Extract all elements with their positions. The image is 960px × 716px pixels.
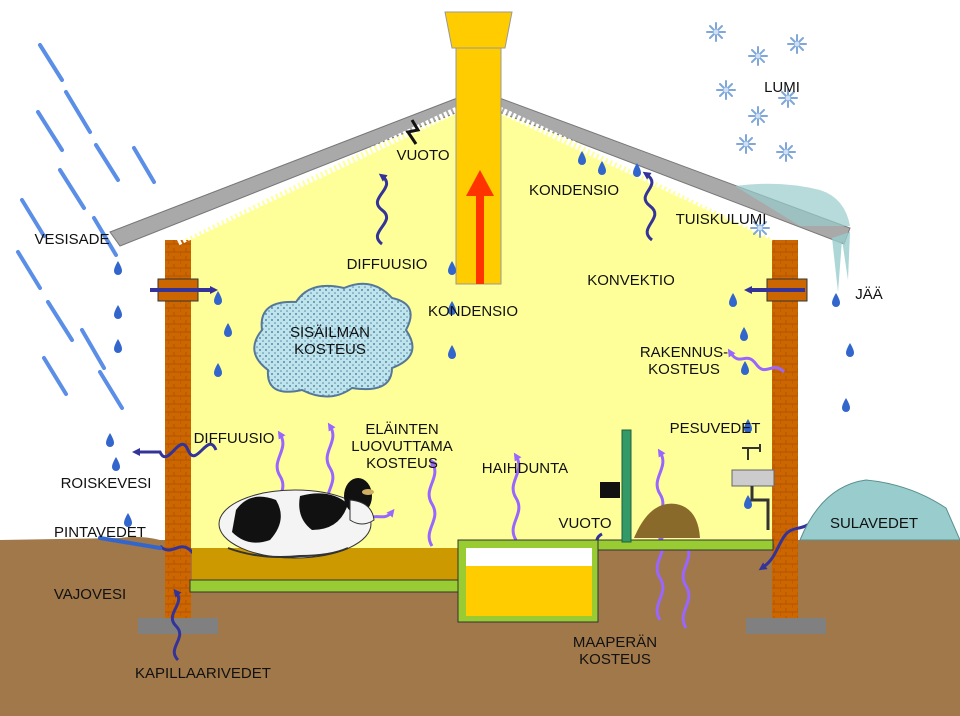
icicles <box>832 232 850 292</box>
wall-diffusion-wave <box>132 442 218 459</box>
label-sulavedet: SULAVEDET <box>829 515 919 532</box>
left-wall <box>165 240 191 620</box>
pit-white <box>466 548 592 566</box>
right-footing <box>746 618 826 634</box>
label-elainten-line3: KOSTEUS <box>366 455 438 472</box>
label-sisailman-kosteus: SISÄILMAN KOSTEUS <box>274 324 386 358</box>
meltwater-wave <box>758 520 813 571</box>
label-haihdunta: HAIHDUNTA <box>481 460 569 477</box>
building-moisture-wave <box>727 348 786 374</box>
label-pintavedet: PINTAVEDET <box>54 524 146 541</box>
label-diffuusio-wall: DIFFUUSIO <box>193 430 275 447</box>
wall-vent-left <box>150 278 218 302</box>
rain-streaks <box>16 43 156 410</box>
pit-liquid <box>466 566 592 616</box>
partition-post <box>621 429 632 543</box>
label-elainten-line2: LUOVUTTAMA <box>351 438 453 455</box>
diffusion-roof-wave <box>375 173 389 246</box>
label-elainten-line1: ELÄINTEN <box>365 421 439 438</box>
animal-moisture-wave-3 <box>427 458 438 547</box>
wall-vent-right <box>744 278 808 302</box>
label-roiskevesi: ROISKEVESI <box>60 475 152 492</box>
chimney-cap <box>444 11 513 49</box>
manure-pile <box>634 503 700 538</box>
feeder-box <box>600 482 620 498</box>
label-jaa: JÄÄ <box>855 286 883 303</box>
leak-bolt-icon <box>405 119 421 145</box>
label-tuiskulumi: TUISKULUMI <box>675 211 767 228</box>
evaporation-wave <box>511 452 522 541</box>
label-elainten-kosteus: ELÄINTEN LUOVUTTAMA KOSTEUS <box>338 421 466 472</box>
label-maapera-line2: KOSTEUS <box>579 651 651 668</box>
label-rakennus-line1: RAKENNUS- <box>639 344 729 361</box>
sink-icon <box>731 469 775 487</box>
label-pesuvedet: PESUVEDET <box>669 420 761 437</box>
label-vuoto-floor: VUOTO <box>558 515 612 532</box>
sink-drain <box>750 486 770 530</box>
label-lumi: LUMI <box>764 79 800 96</box>
label-rakennus-line2: KOSTEUS <box>648 361 720 378</box>
label-diffuusio-top: DIFFUUSIO <box>346 256 428 273</box>
right-floor <box>597 539 774 551</box>
cow-image <box>218 478 375 559</box>
water-tap-icon <box>742 444 761 460</box>
floor-slab <box>189 579 461 593</box>
capillary-wave <box>170 588 182 662</box>
soil-moisture-wave-2 <box>681 540 692 629</box>
label-vuoto-roof: VUOTO <box>396 147 450 164</box>
label-sisailman-line1: SISÄILMAN <box>289 324 371 341</box>
label-kapillaarivedet: KAPILLAARIVEDET <box>135 665 271 682</box>
label-konvektio: KONVEKTIO <box>587 272 675 289</box>
label-maapera-line1: MAAPERÄN <box>572 634 658 651</box>
label-rakennuskosteus: RAKENNUS- KOSTEUS <box>624 344 744 378</box>
label-vajovesi: VAJOVESI <box>53 586 127 603</box>
label-kondensio-roof: KONDENSIO <box>528 182 619 199</box>
label-maaperan-kosteus: MAAPERÄN KOSTEUS <box>560 634 670 668</box>
label-vesisade: VESISADE <box>34 231 110 248</box>
label-sisailman-line2: KOSTEUS <box>294 341 366 358</box>
snow-drift <box>735 183 850 226</box>
cloud-icon <box>253 282 414 398</box>
convection-wave <box>642 171 657 242</box>
right-wall <box>772 240 798 620</box>
label-kondensio-mid: KONDENSIO <box>427 303 518 320</box>
snowbank <box>799 479 960 541</box>
surface-water-arrow <box>98 536 162 550</box>
